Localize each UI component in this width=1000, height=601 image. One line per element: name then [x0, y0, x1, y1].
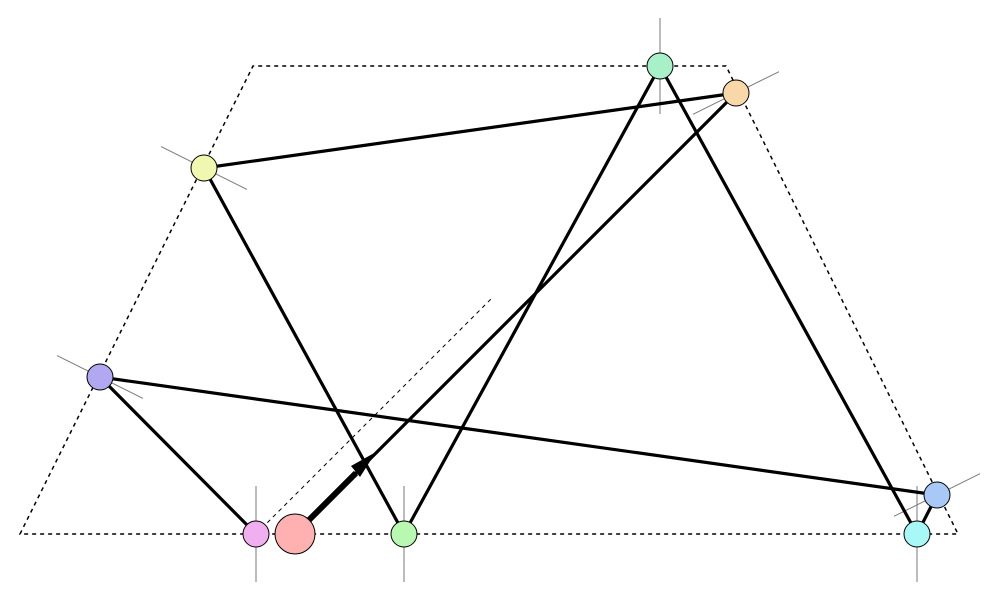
segment-top-green-bottom-green [402, 64, 662, 536]
direction-arrow-head [351, 452, 376, 477]
blue-bounce-point [923, 481, 951, 509]
top-green-bounce-point [646, 52, 674, 80]
bounce-points [86, 52, 951, 555]
segment-cyan-top-green [658, 64, 919, 536]
trapezoid-boundary [18, 65, 960, 535]
yellow-bounce-point [190, 154, 218, 182]
purple-bounce-point [86, 363, 114, 391]
segment-yellow-orange [202, 91, 738, 170]
pink-bounce-point [242, 520, 270, 548]
segment-pink-purple [98, 375, 258, 536]
direction-arrow-shaft [306, 470, 359, 523]
bottom-green-bounce-point [390, 520, 418, 548]
segment-purple-blue [98, 375, 939, 497]
start-ball [274, 513, 316, 555]
orange-bounce-point [722, 79, 750, 107]
direction-arrow [306, 452, 376, 523]
cyan-bounce-point [903, 520, 931, 548]
segment-bottom-green-yellow [202, 166, 406, 536]
trajectory-segments [98, 64, 939, 536]
